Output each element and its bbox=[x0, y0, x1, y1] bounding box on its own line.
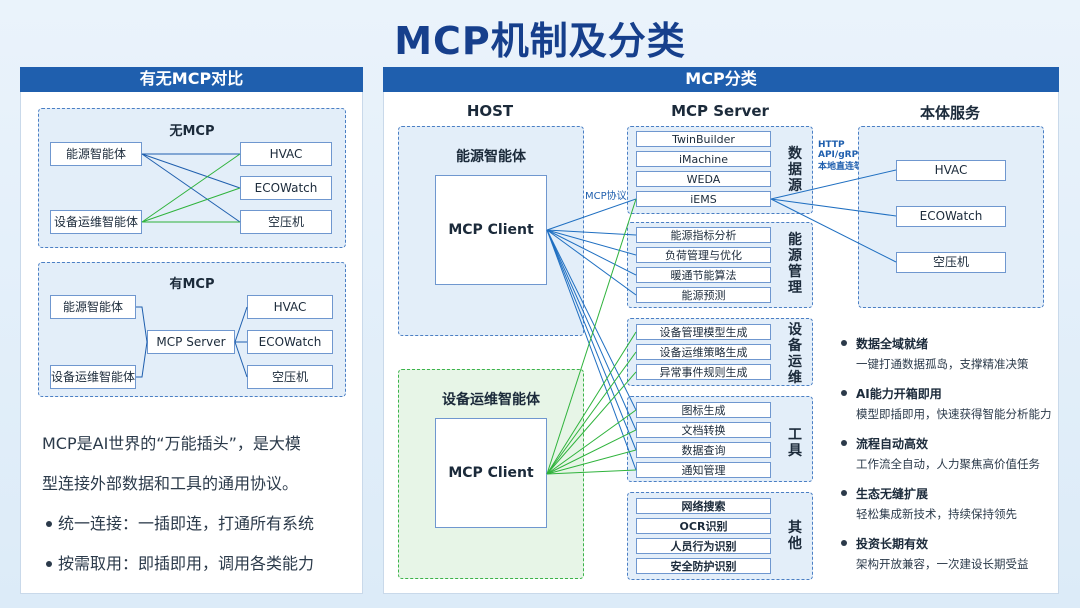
server-item-document-conversion: 文档转换 bbox=[636, 422, 771, 438]
feature-dot-icon bbox=[841, 390, 847, 396]
server-item-icon-generation: 图标生成 bbox=[636, 402, 771, 418]
server-item-data-query: 数据查询 bbox=[636, 442, 771, 458]
feature-title: AI能力开箱即用 bbox=[856, 387, 942, 401]
server-item-security-recognition: 安全防护识别 bbox=[636, 558, 771, 574]
server-item-ocr: OCR识别 bbox=[636, 518, 771, 534]
server-item-equipment-model: 设备管理模型生成 bbox=[636, 324, 771, 340]
server-item-iems: iEMS bbox=[636, 191, 771, 207]
feature-desc: 一键打通数据孤岛，支撑精准决策 bbox=[856, 357, 1029, 371]
bullet-unified-connection: 统一连接：一插即连，打通所有系统 bbox=[58, 514, 315, 533]
mcp-description-line2: 型连接外部数据和工具的通用协议。 bbox=[42, 474, 299, 493]
ontology-service-heading: 本体服务 bbox=[919, 104, 980, 122]
bullet-dot-icon bbox=[46, 521, 52, 527]
page-title: MCP机制及分类 bbox=[394, 19, 686, 63]
mcp-client-maintenance: MCP Client bbox=[435, 418, 547, 528]
energy-agent-title: 能源智能体 bbox=[456, 149, 526, 165]
host-heading: HOST bbox=[466, 102, 514, 120]
air-compressor-node: 空压机 bbox=[240, 210, 332, 234]
feature-title: 投资长期有效 bbox=[856, 537, 929, 551]
group-label-data-source: 数据源 bbox=[788, 146, 802, 194]
feature-desc: 工作流全自动，人力聚焦高价值任务 bbox=[856, 457, 1040, 471]
mcp-server-heading: MCP Server bbox=[671, 102, 769, 120]
http-label: API/gRPC/ bbox=[818, 150, 869, 160]
service-hvac: HVAC bbox=[896, 160, 1006, 181]
left-panel-header: 有无MCP对比 bbox=[20, 67, 363, 92]
http-label: 本地直连等 bbox=[818, 162, 864, 172]
feature-dot-icon bbox=[841, 340, 847, 346]
mcp-protocol-label: MCP协议 bbox=[585, 191, 627, 202]
mcp-description-line1: MCP是AI世界的“万能插头”，是大模 bbox=[42, 434, 301, 453]
group-label-equipment-maintenance: 设备运维 bbox=[788, 322, 802, 386]
feature-desc: 模型即插即用，快速获得智能分析能力 bbox=[856, 407, 1052, 421]
bullet-on-demand: 按需取用：即插即用，调用各类能力 bbox=[58, 554, 315, 573]
mcp-client-label: MCP Client bbox=[448, 465, 534, 481]
feature-desc: 轻松集成新技术，持续保持领先 bbox=[856, 507, 1017, 521]
feature-desc: 架构开放兼容，一次建设长期受益 bbox=[856, 557, 1029, 571]
server-item-energy-forecast: 能源预测 bbox=[636, 287, 771, 303]
server-item-imachine: iMachine bbox=[636, 151, 771, 167]
energy-agent-node: 能源智能体 bbox=[50, 295, 136, 319]
group-label-other: 其他 bbox=[788, 520, 802, 552]
mcp-server-node: MCP Server bbox=[147, 330, 235, 354]
with-mcp-title: 有MCP bbox=[169, 277, 215, 292]
http-label: HTTP bbox=[818, 140, 845, 150]
air-compressor-node: 空压机 bbox=[247, 365, 333, 389]
hvac-node: HVAC bbox=[240, 142, 332, 166]
server-item-maintenance-strategy: 设备运维策略生成 bbox=[636, 344, 771, 360]
server-item-hvac-algorithm: 暖通节能算法 bbox=[636, 267, 771, 283]
ecowatch-node: ECOWatch bbox=[247, 330, 333, 354]
hvac-node: HVAC bbox=[247, 295, 333, 319]
server-item-energy-index: 能源指标分析 bbox=[636, 227, 771, 243]
feature-dot-icon bbox=[841, 540, 847, 546]
mcp-client-energy: MCP Client bbox=[435, 175, 547, 285]
service-air-compressor: 空压机 bbox=[896, 252, 1006, 273]
maintenance-agent-title: 设备运维智能体 bbox=[442, 392, 540, 408]
server-item-notification: 通知管理 bbox=[636, 462, 771, 478]
server-item-anomaly-rules: 异常事件规则生成 bbox=[636, 364, 771, 380]
maintenance-agent-node: 设备运维智能体 bbox=[50, 365, 136, 389]
service-ecowatch: ECOWatch bbox=[896, 206, 1006, 227]
feature-title: 流程自动高效 bbox=[856, 437, 929, 451]
maintenance-agent-node: 设备运维智能体 bbox=[50, 210, 142, 234]
server-item-behavior-recognition: 人员行为识别 bbox=[636, 538, 771, 554]
server-item-twinbuilder: TwinBuilder bbox=[636, 131, 771, 147]
server-item-web-search: 网络搜索 bbox=[636, 498, 771, 514]
ecowatch-node: ECOWatch bbox=[240, 176, 332, 200]
mcp-client-label: MCP Client bbox=[448, 222, 534, 238]
energy-agent-node: 能源智能体 bbox=[50, 142, 142, 166]
group-label-energy-management: 能源管理 bbox=[788, 232, 802, 296]
right-panel-header: MCP分类 bbox=[383, 67, 1059, 92]
without-mcp-title: 无MCP bbox=[169, 124, 215, 139]
feature-dot-icon bbox=[841, 440, 847, 446]
feature-dot-icon bbox=[841, 490, 847, 496]
feature-title: 数据全域就绪 bbox=[856, 337, 929, 351]
server-item-weda: WEDA bbox=[636, 171, 771, 187]
group-label-tools: 工具 bbox=[788, 427, 802, 459]
bullet-dot-icon bbox=[46, 561, 52, 567]
feature-title: 生态无缝扩展 bbox=[856, 487, 929, 501]
server-item-load-management: 负荷管理与优化 bbox=[636, 247, 771, 263]
